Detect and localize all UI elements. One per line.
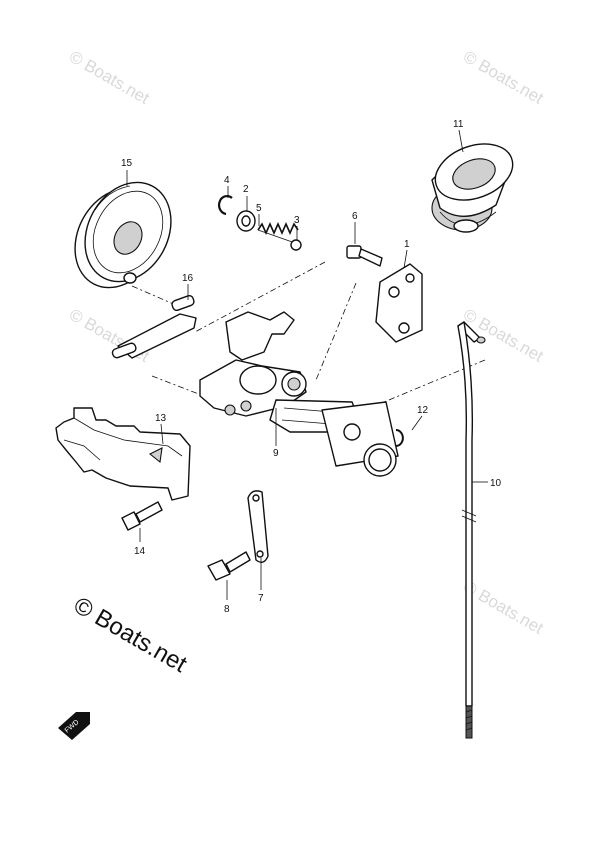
callout-12: 12	[417, 405, 429, 416]
callout-3: 3	[294, 215, 300, 226]
watermark: © Boats.net	[66, 47, 153, 108]
callout-8: 8	[224, 604, 230, 615]
part-3-ball	[290, 239, 302, 251]
part-8-bolt	[207, 551, 251, 581]
part-13-bracket	[55, 407, 191, 501]
callout-4: 4	[224, 175, 230, 186]
part-15-pulley	[74, 181, 172, 289]
callout-1: 1	[404, 239, 410, 250]
fwd-arrow-icon: FWD	[58, 712, 90, 740]
callout-5: 5	[256, 203, 262, 214]
part-10-rod	[457, 321, 486, 739]
brand-mark: © Boats.net	[69, 592, 192, 678]
callout-14: 14	[134, 546, 146, 557]
part-1-plate	[375, 263, 423, 343]
callout-11: 11	[453, 119, 464, 130]
part-5-spring	[257, 222, 299, 245]
callout-9: 9	[273, 448, 279, 459]
part-6-bolt	[346, 245, 383, 267]
part-12-clip	[395, 429, 404, 447]
callouts: 15 16 4 2 5 3 6 1 11 13 12 9 10 14 7 8	[121, 119, 502, 615]
part-9-shift-shaft	[199, 311, 399, 477]
part-4-circlip	[218, 195, 233, 216]
part-14-bolt	[121, 501, 163, 531]
callout-6: 6	[352, 211, 358, 222]
watermark: © Boats.net	[460, 47, 547, 108]
part-16-lever	[111, 294, 197, 359]
callout-16: 16	[182, 273, 194, 284]
watermark: © Boats.net	[460, 577, 547, 638]
part-7-link	[247, 490, 269, 563]
part-2-washer	[236, 210, 256, 232]
callout-10: 10	[490, 478, 502, 489]
callout-13: 13	[155, 413, 167, 424]
callout-2: 2	[243, 184, 249, 195]
alignment-lines	[131, 261, 486, 413]
part-11-grommet	[431, 143, 514, 233]
callout-15: 15	[121, 158, 133, 169]
leader-lines	[126, 129, 488, 600]
callout-7: 7	[258, 593, 264, 604]
